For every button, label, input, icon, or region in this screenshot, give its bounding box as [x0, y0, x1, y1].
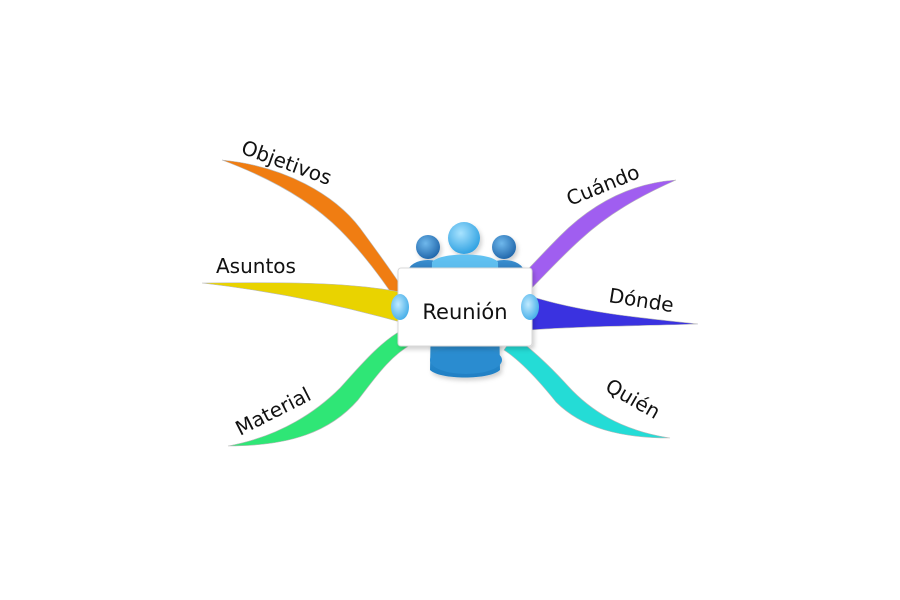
- center-label: Reunión: [422, 300, 507, 324]
- label-donde: Dónde: [607, 283, 675, 317]
- branch-quien: [503, 335, 671, 439]
- person-left-head: [416, 235, 440, 259]
- person-main-lower: [430, 346, 502, 374]
- label-quien: Quién: [602, 374, 665, 424]
- person-main-head: [448, 222, 480, 254]
- hand-right-icon: [521, 294, 539, 320]
- branch-asuntos: [201, 282, 401, 323]
- person-right-head: [492, 235, 516, 259]
- label-asuntos: Asuntos: [216, 254, 296, 278]
- hand-left-icon: [391, 294, 409, 320]
- center-node: Reunión: [391, 267, 539, 347]
